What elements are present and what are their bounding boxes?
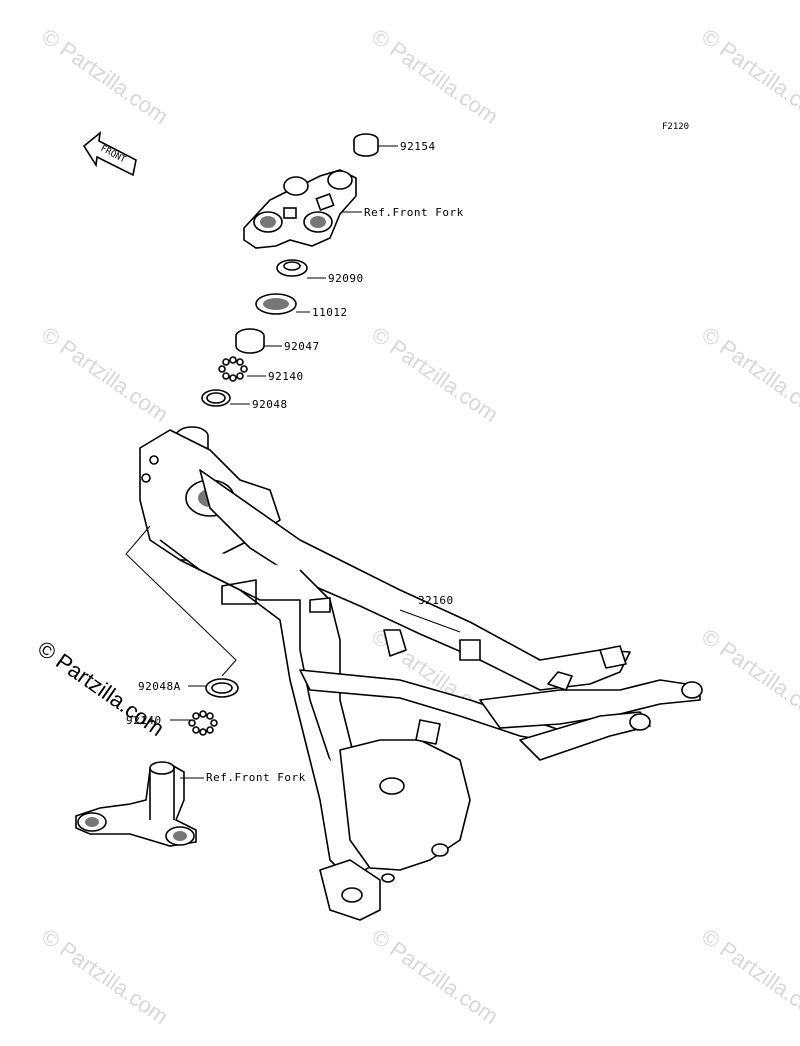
watermark-mc: © Partzilla.com xyxy=(367,322,503,428)
frame-32160 xyxy=(139,426,703,921)
label-92140-bottom: 92140 xyxy=(126,714,162,727)
label-92140-top: 92140 xyxy=(268,370,304,383)
watermark-ml: © Partzilla.com xyxy=(37,322,173,428)
part-92047-bearing xyxy=(235,328,265,354)
watermark-tl: © Partzilla.com xyxy=(37,24,173,130)
upper-triple-clamp xyxy=(243,169,357,249)
lower-triple-clamp xyxy=(75,761,197,847)
part-92048-race xyxy=(201,389,231,407)
label-92048A: 92048A xyxy=(138,680,181,693)
front-arrow-icon: FRONT xyxy=(82,131,137,177)
watermark-br: © Partzilla.com xyxy=(697,924,800,1030)
label-92154: 92154 xyxy=(400,140,436,153)
leader-92048A xyxy=(125,525,237,677)
part-92140-balls-top xyxy=(218,356,248,382)
part-92048A-race xyxy=(205,678,239,698)
label-ref-front-fork-bottom: Ref.Front Fork xyxy=(206,771,306,784)
label-92047: 92047 xyxy=(284,340,320,353)
label-11012: 11012 xyxy=(312,306,348,319)
watermark-bl: © Partzilla.com xyxy=(37,924,173,1030)
watermark-tc: © Partzilla.com xyxy=(367,24,503,130)
label-92090: 92090 xyxy=(328,272,364,285)
watermark-mr: © Partzilla.com xyxy=(697,322,800,428)
part-92140-balls-bottom xyxy=(188,710,218,736)
label-92048: 92048 xyxy=(252,398,288,411)
part-92090-nut xyxy=(276,259,308,277)
part-11012-cap xyxy=(255,293,297,315)
label-32160: 32160 xyxy=(418,594,454,607)
figure-code: F2120 xyxy=(662,122,689,132)
watermark-bc: © Partzilla.com xyxy=(367,924,503,1030)
watermark-lr: © Partzilla.com xyxy=(697,624,800,730)
part-92154-cap xyxy=(353,133,379,157)
watermark-tr: © Partzilla.com xyxy=(697,24,800,130)
label-ref-front-fork-top: Ref.Front Fork xyxy=(364,206,464,219)
